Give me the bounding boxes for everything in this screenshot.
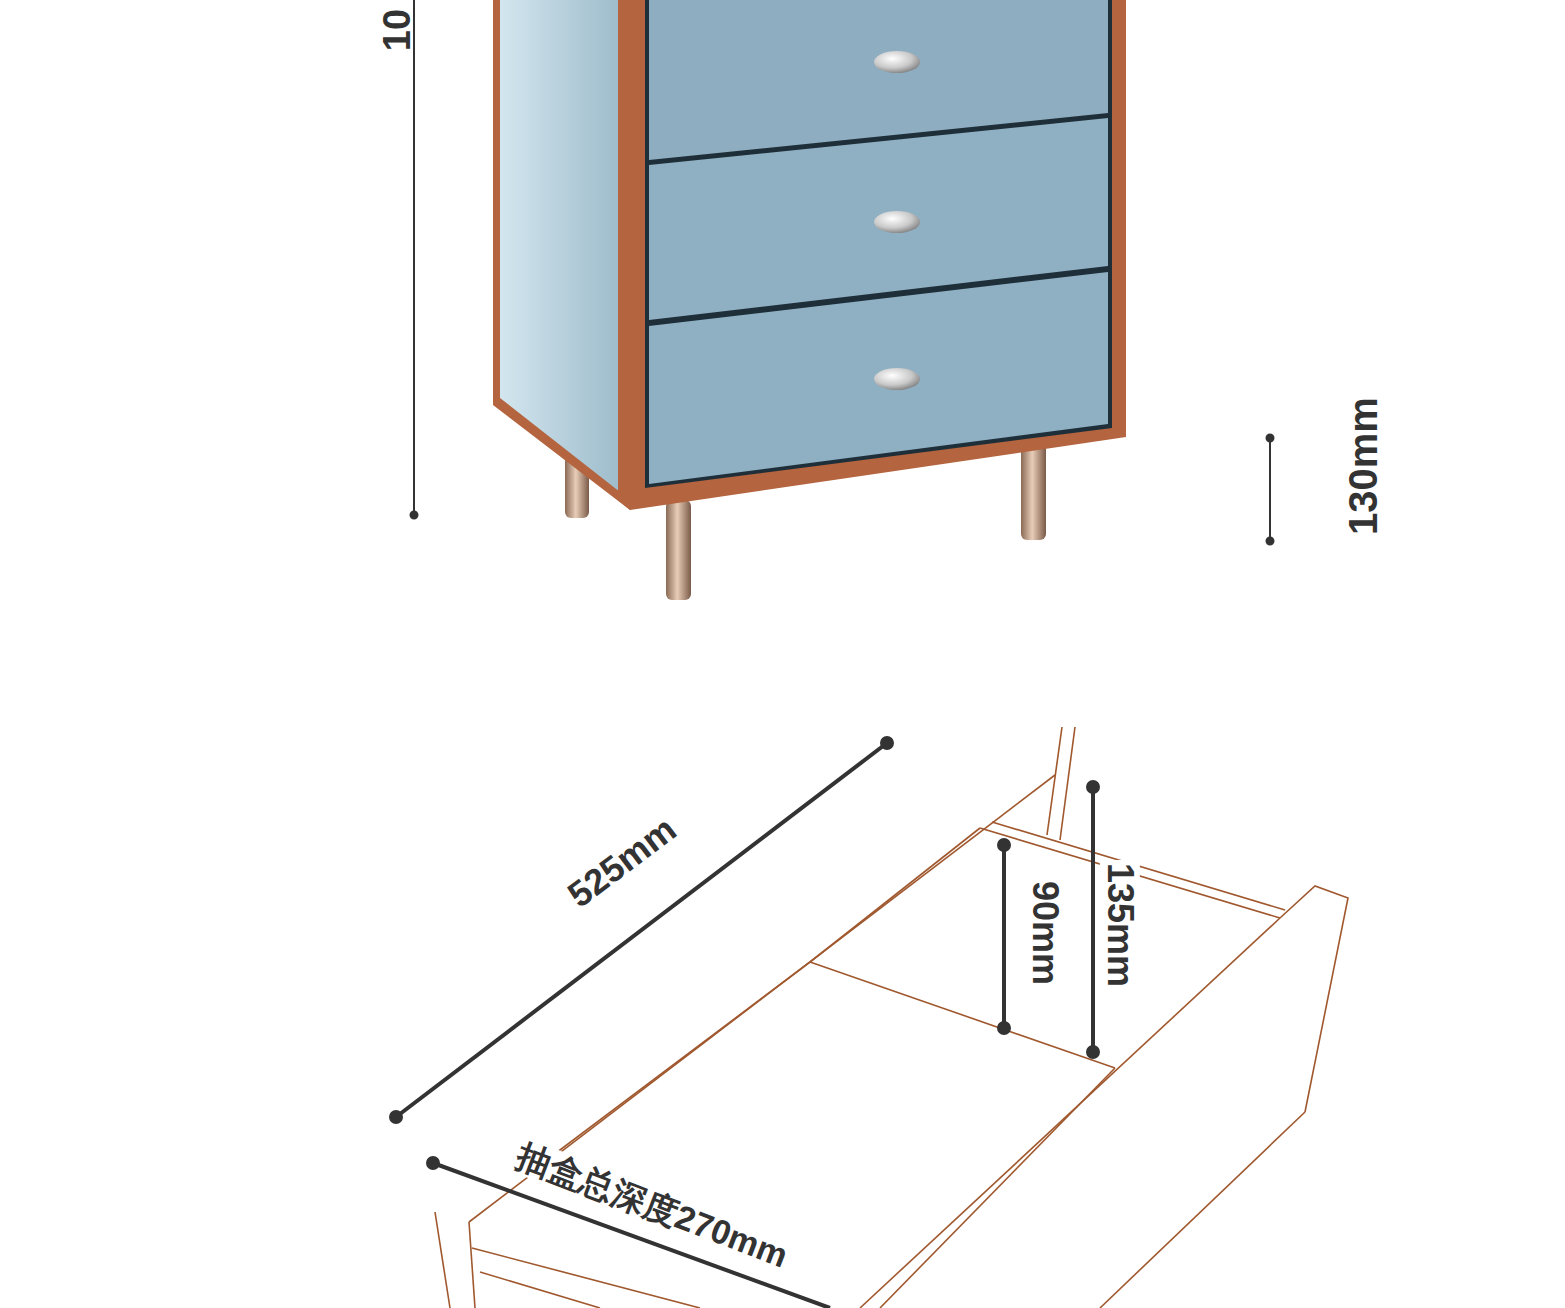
dresser-body bbox=[493, 0, 1126, 510]
dimension-label: 135mm bbox=[1100, 860, 1140, 990]
dimension-label: 10 bbox=[377, 6, 419, 54]
dimension-label: 525mm bbox=[558, 807, 686, 917]
drawer-box-drawing bbox=[435, 727, 1348, 1308]
drawer-dimension-lines bbox=[391, 738, 1098, 1308]
dimension-label: 90mm bbox=[1025, 878, 1065, 988]
drawer-handles bbox=[874, 51, 920, 390]
dimension-label: 130mm bbox=[1341, 394, 1385, 538]
dimension-lines bbox=[411, 0, 1274, 545]
